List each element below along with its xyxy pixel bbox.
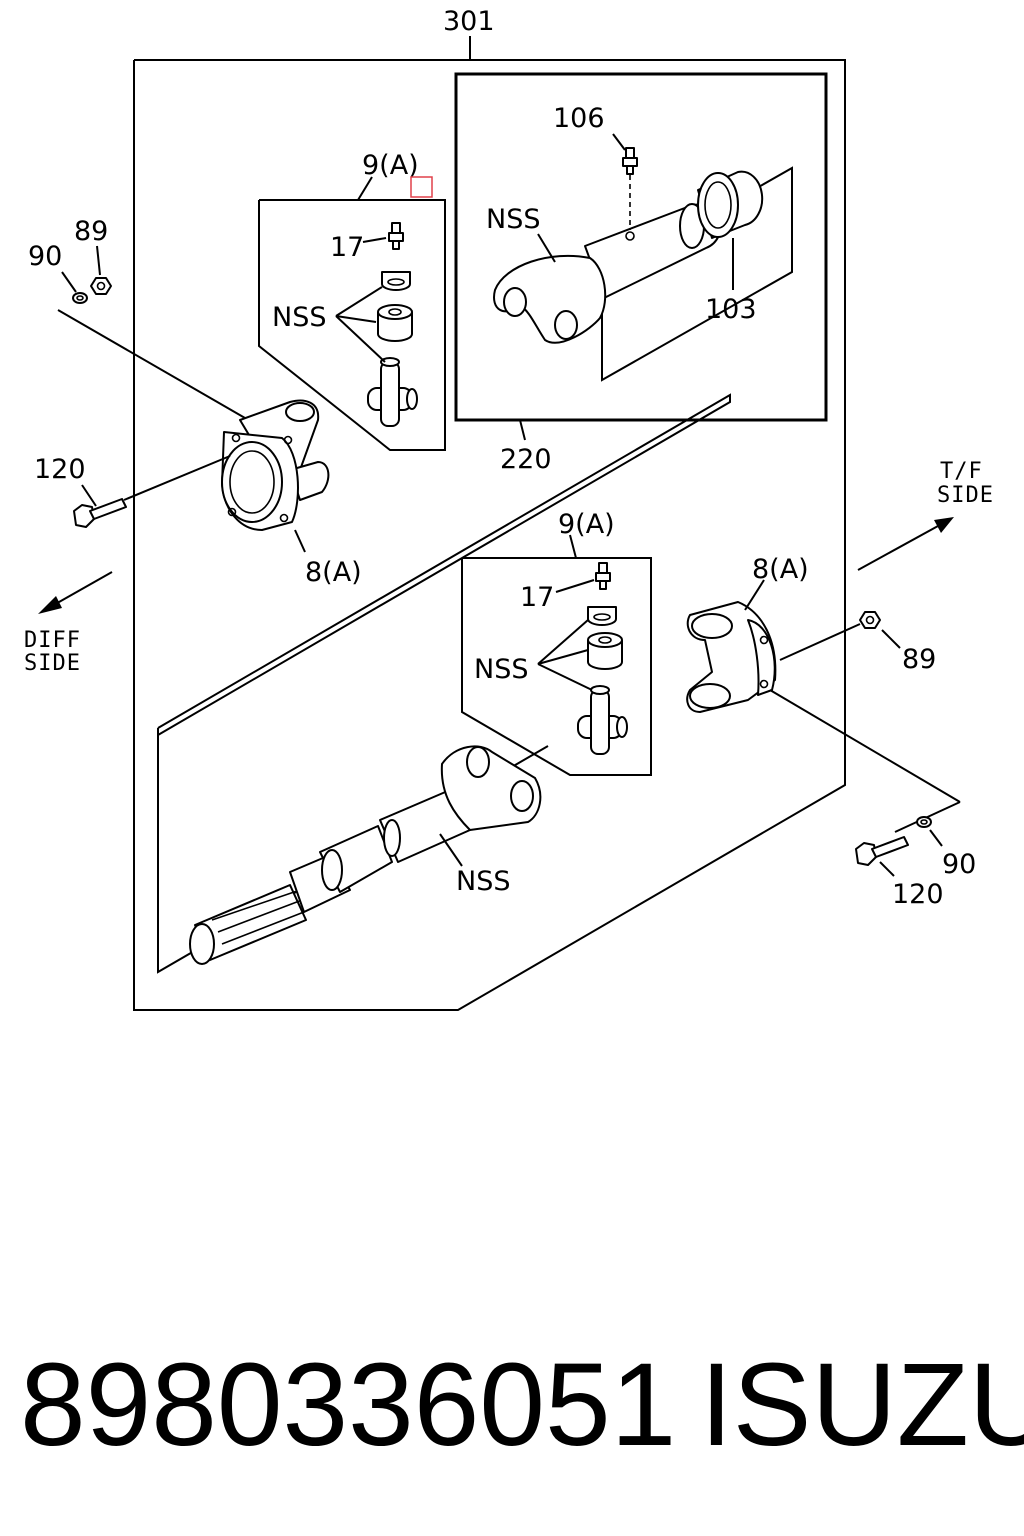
label-tf-side-1: T/F — [940, 459, 983, 484]
nut-bottom-icon — [859, 611, 881, 629]
washer-top-icon — [72, 292, 88, 304]
bolt-bottom-icon — [855, 836, 909, 866]
label-grease-17-bottom: 17 — [520, 582, 554, 613]
shaft-box — [157, 393, 731, 736]
label-grease-106: 106 — [553, 103, 605, 134]
universal-joint-top-icon — [367, 357, 418, 427]
label-kit-bottom: 9(A) — [558, 509, 615, 540]
bolt-top-icon — [73, 498, 127, 528]
label-washer-top: 90 — [28, 241, 62, 272]
label-nut-top: 89 — [74, 216, 108, 247]
washer-bottom-icon — [916, 816, 932, 828]
highlight-marker — [410, 176, 433, 198]
flange-yoke-top-drawing — [221, 399, 330, 531]
label-diff-side-1: DIFF — [24, 628, 81, 653]
label-bolt-bottom: 120 — [892, 879, 944, 910]
label-washer-bottom: 90 — [942, 849, 976, 880]
label-flange-yoke-top: 8(A) — [305, 557, 362, 588]
tf-side-arrow — [857, 517, 954, 571]
brand-name: ISUZU — [700, 1339, 1024, 1471]
grease-fitting-bottom-icon — [595, 562, 611, 590]
diff-side-arrow — [38, 571, 113, 614]
label-bolt-top: 120 — [34, 454, 86, 485]
label-nss-kit-top: NSS — [272, 302, 326, 333]
snap-ring-top-icon — [381, 271, 411, 291]
grease-fitting-icon — [622, 147, 638, 175]
bearing-cup-top-icon — [377, 304, 413, 342]
label-nss-shaft: NSS — [456, 866, 510, 897]
grease-fitting-top-icon — [388, 222, 404, 250]
kit-box-bottom — [461, 557, 652, 776]
universal-joint-bottom-icon — [577, 685, 628, 755]
label-diff-side-2: SIDE — [24, 651, 81, 676]
label-kit-top: 9(A) — [362, 150, 419, 181]
label-shaft-tube: 220 — [500, 444, 552, 475]
label-nss-tube: NSS — [486, 204, 540, 235]
label-dust-cover: 103 — [705, 294, 757, 325]
label-nut-bottom: 89 — [902, 644, 936, 675]
assembly-outline — [133, 36, 846, 1011]
part-number: 8980336051 — [20, 1339, 677, 1471]
tube-yoke-drawing — [493, 166, 793, 382]
nut-top-icon — [90, 277, 112, 295]
splined-shaft-drawing — [189, 745, 542, 965]
flange-yoke-bottom-drawing — [686, 601, 777, 713]
tube-box — [454, 72, 828, 441]
label-assembly: 301 — [443, 6, 495, 37]
snap-ring-bottom-icon — [587, 606, 617, 626]
bearing-cup-bottom-icon — [587, 632, 623, 670]
kit-box-top — [258, 199, 446, 451]
label-tf-side-2: SIDE — [937, 483, 994, 508]
label-nss-kit-bottom: NSS — [474, 654, 528, 685]
label-grease-17-top: 17 — [330, 232, 364, 263]
label-flange-yoke-bottom: 8(A) — [752, 554, 809, 585]
dust-cover-drawing — [697, 170, 764, 239]
